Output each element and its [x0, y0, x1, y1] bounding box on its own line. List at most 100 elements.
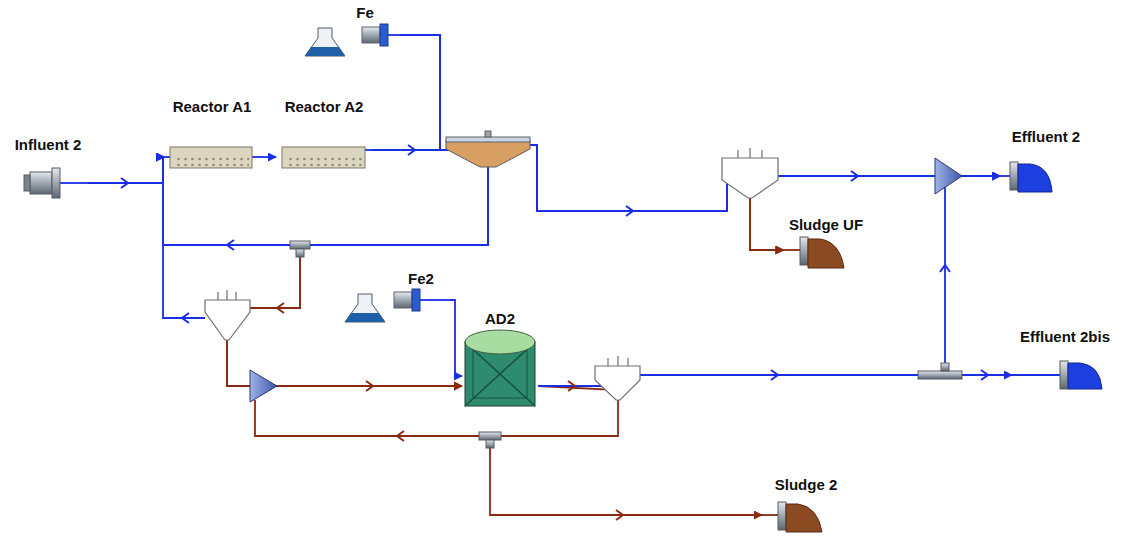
digester-node: AD2: [462, 310, 538, 410]
tee-junction-part: [486, 440, 494, 448]
reactor-tank-part: [282, 147, 365, 168]
flow-chevron-part: [981, 370, 988, 380]
separator-part: [627, 358, 628, 366]
pipe-stub-part: [255, 400, 618, 436]
dosing-icon-part: [394, 292, 412, 308]
clarifier-part: [485, 131, 491, 137]
water-pipe: [163, 150, 488, 245]
unit-label: Reactor A1: [171, 98, 254, 116]
label-row: Influent 2: [8, 136, 88, 154]
label-row: AD2: [462, 310, 538, 328]
sludge-outlet-node: Sludge UF: [784, 216, 869, 274]
unit-label: Effluent 2bis: [1018, 328, 1112, 346]
flow-chevron-part: [277, 303, 284, 313]
reactor-node: Reactor A2: [276, 98, 372, 170]
tee-junction-part: [941, 363, 949, 371]
flow-chevron-part: [568, 381, 575, 391]
label-row: Fe2: [392, 270, 450, 288]
unit-label: AD2: [483, 310, 517, 328]
inlet-icon-part: [52, 168, 60, 198]
pipe-stub: [60, 35, 1060, 515]
clarifier: [446, 131, 530, 167]
outlet-icon-part: [778, 502, 786, 530]
reactor-tank-part: [285, 156, 362, 166]
label-row: Effluent 2: [1000, 128, 1092, 146]
unit-label: Influent 2: [13, 136, 84, 154]
sludge-pipe: [227, 150, 488, 386]
pipe-stub-part: [163, 245, 205, 318]
flow-chevron-part: [397, 431, 404, 441]
flow-chevron-part: [771, 370, 778, 380]
dosing-icon-part: [345, 313, 385, 322]
influent-node: Influent 2: [8, 136, 88, 196]
sludge-pipe: [227, 35, 488, 386]
inlet-icon-part: [24, 175, 30, 191]
tee-junction-part: [479, 432, 501, 440]
outlet-icon-part: [1060, 361, 1068, 389]
separator-part: [595, 366, 640, 400]
separator-part: [617, 356, 618, 366]
unit-label: Fe: [354, 4, 376, 22]
digester-tank: [465, 330, 535, 406]
reactor-node: Reactor A1: [164, 98, 260, 170]
unit-label: Effluent 2: [1010, 128, 1082, 146]
effluent-node: Effluent 2: [1000, 128, 1092, 198]
water-pipe: [163, 35, 488, 245]
clarifier-part: [446, 137, 530, 142]
flow-chevron-part: [182, 313, 189, 323]
label-row: Effluent 2bis: [1012, 328, 1118, 346]
outlet-icon-part: [786, 504, 822, 532]
outlet-icon-part: [1018, 164, 1052, 192]
label-row: Sludge 2: [762, 476, 850, 494]
label-row: Sludge UF: [784, 216, 869, 234]
separator-part: [205, 300, 250, 340]
tee-junction: [290, 241, 962, 448]
separator-part: [737, 150, 738, 158]
unit-label: Reactor A2: [283, 98, 366, 116]
dosing-icon-part: [305, 28, 345, 56]
water-pipe: [88, 157, 164, 183]
mixer-part: [250, 370, 277, 402]
outlet-icon-part: [1010, 162, 1018, 190]
effluent-node: Effluent 2bis: [1012, 328, 1118, 390]
separator-part: [235, 292, 236, 300]
reactor-tank-part: [170, 147, 252, 168]
dosing-icon: [305, 24, 420, 322]
unit-label: Sludge UF: [787, 216, 865, 234]
separator-part: [607, 358, 608, 366]
separator-part: [226, 290, 227, 300]
reactor-tank: [170, 147, 365, 168]
unit-label: Sludge 2: [773, 476, 840, 494]
pipe-stub-part: [60, 182, 88, 184]
dosing-icon-part: [362, 27, 380, 43]
dosing-node: Fe2: [392, 270, 450, 322]
outlet-icon-part: [808, 239, 844, 268]
digester-tank-part: [473, 350, 527, 398]
inlet-icon-part: [30, 172, 52, 194]
unit-label: Fe2: [406, 270, 436, 288]
tee-junction-part: [296, 249, 304, 257]
pipe-stub-part: [164, 156, 170, 158]
inlet-icon: [24, 168, 60, 198]
digester-tank-part: [465, 330, 535, 354]
pipe-stub-part: [762, 514, 778, 516]
flow-chevron-part: [227, 240, 234, 250]
label-row: Reactor A1: [164, 98, 260, 116]
sludge-outlet-node: Sludge 2: [762, 476, 850, 538]
flow-chevron-part: [366, 381, 373, 391]
water-pipe: [450, 300, 462, 376]
reactor-tank-part: [173, 156, 249, 166]
dosing-node: Fe: [330, 4, 400, 56]
outlet-icon-part: [1068, 363, 1102, 389]
label-row: Fe: [330, 4, 400, 22]
pipe-stub-part: [365, 149, 372, 151]
separator-part: [722, 158, 778, 198]
dosing-icon-part: [412, 289, 420, 311]
sludge-pipe: [372, 145, 784, 250]
sludge-pipe: [400, 35, 784, 250]
mixer-part: [935, 158, 962, 194]
flow-chevron: [121, 145, 988, 520]
pipe-stub-part: [388, 34, 400, 36]
